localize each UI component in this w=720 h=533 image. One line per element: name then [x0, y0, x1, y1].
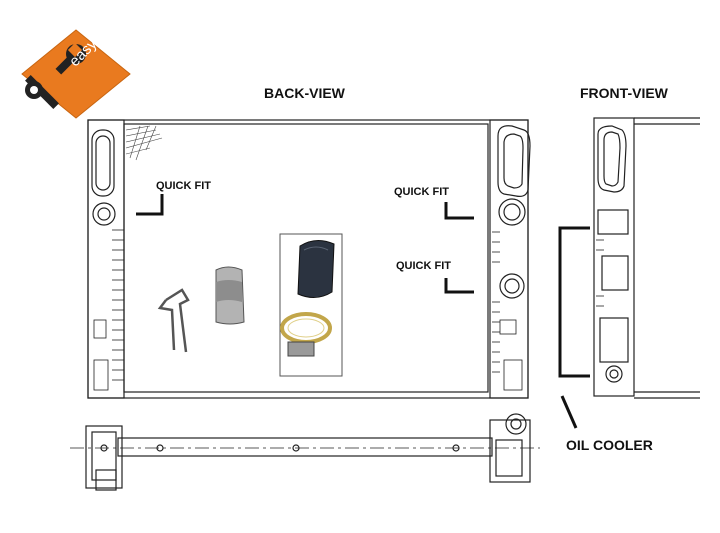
front-view-title: FRONT-VIEW — [580, 85, 668, 101]
right-tank-ribs — [492, 231, 523, 391]
left-tank-ribs — [93, 229, 124, 391]
back-view-radiator — [87, 119, 531, 399]
oil-cooler-bracket — [558, 226, 590, 429]
bottom-view-radiator — [70, 413, 540, 491]
accessories-box — [157, 233, 343, 377]
core-fin-hatch — [125, 125, 163, 161]
rubber-cap — [297, 240, 335, 298]
quick-fit-markers — [136, 194, 474, 294]
hose-clamp — [280, 312, 332, 357]
retaining-clip — [157, 288, 190, 353]
metal-sleeve — [215, 266, 245, 325]
oil-cooler-label: OIL COOLER — [566, 437, 653, 453]
quick-fit-label-left: QUICK FIT — [156, 180, 211, 192]
back-view-title: BACK-VIEW — [264, 85, 345, 101]
front-view-radiator — [593, 117, 700, 399]
quick-fit-label-right-bottom: QUICK FIT — [396, 260, 451, 272]
easyfit-logo — [21, 29, 131, 119]
quick-fit-label-right-top: QUICK FIT — [394, 186, 449, 198]
